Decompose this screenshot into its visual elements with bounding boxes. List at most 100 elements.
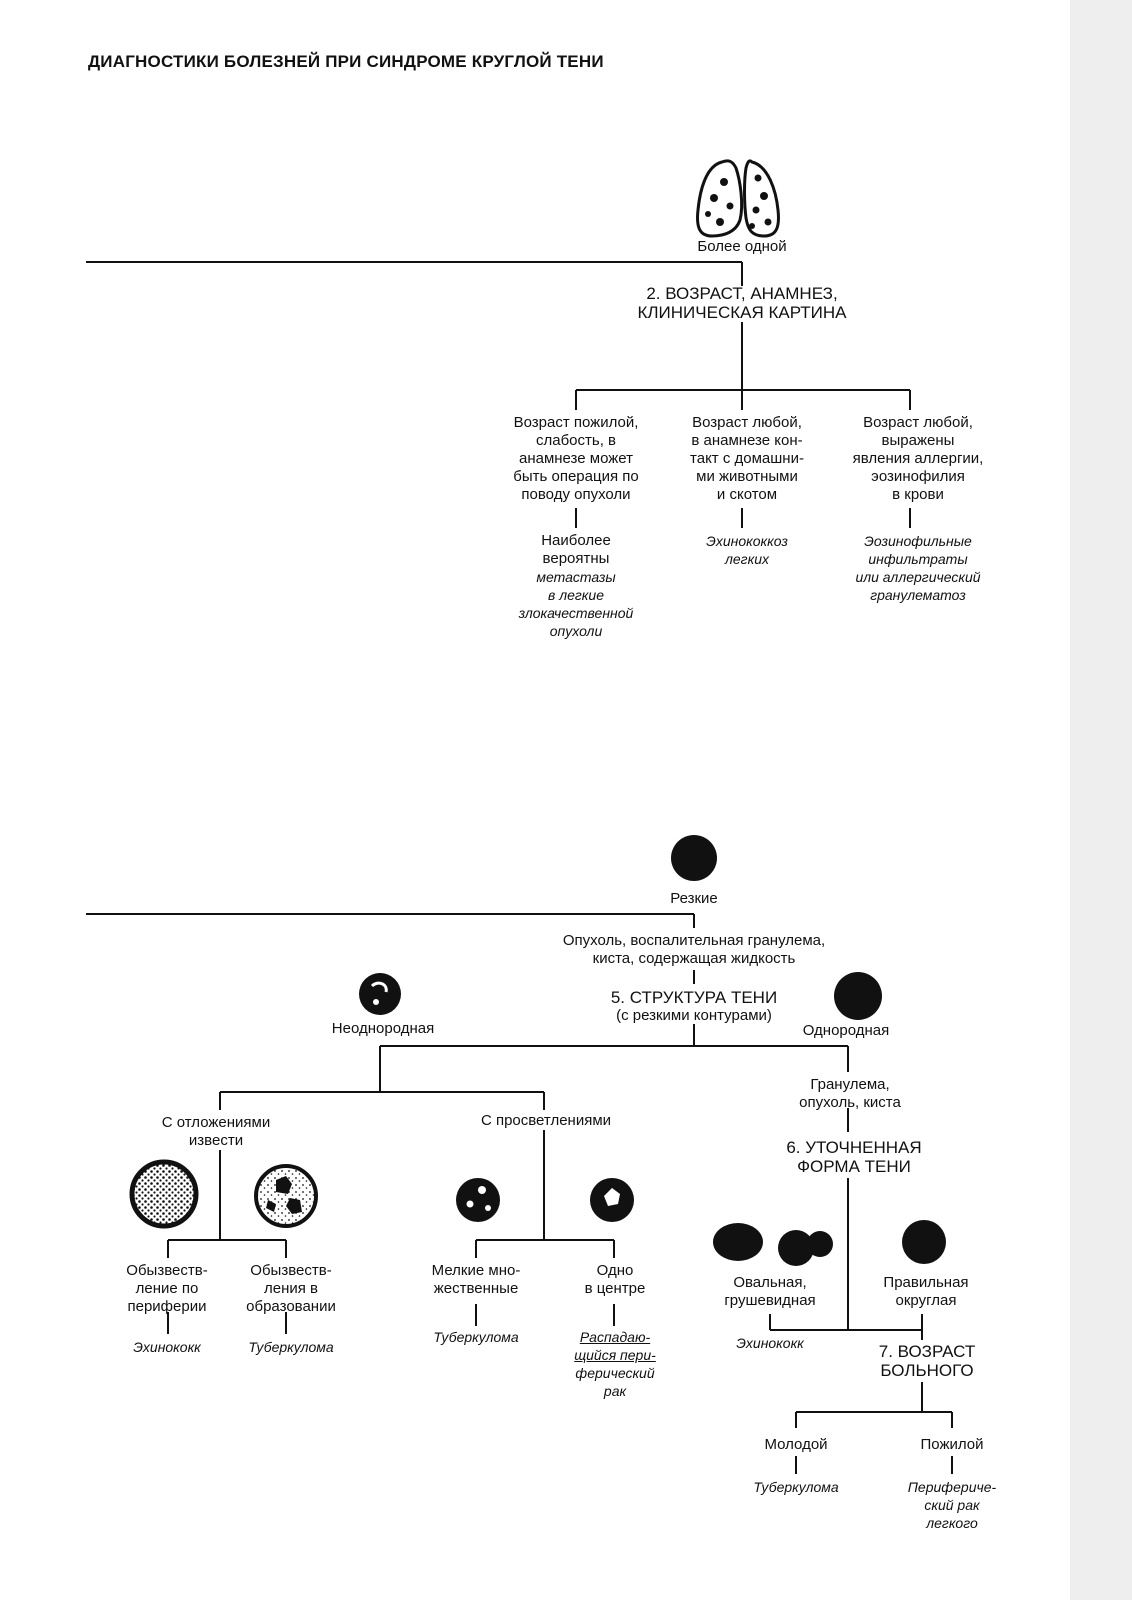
condition-line: Возраст пожилой, — [513, 414, 639, 431]
label-line: Мелкие мно- — [431, 1262, 521, 1279]
label-line: Одно — [596, 1262, 634, 1279]
result-line: метастазы — [536, 569, 616, 585]
label-line: Овальная, — [733, 1274, 807, 1291]
label-line: Правильная — [883, 1274, 969, 1291]
condition-line: явления аллергии, — [852, 450, 984, 467]
result-line: гранулематоз — [870, 587, 966, 603]
label-line: периферии — [127, 1298, 207, 1315]
result-line: злокачественной — [518, 605, 634, 621]
step-6-heading-line: 6. УТОЧНЕННАЯ — [786, 1138, 922, 1157]
small-clearings-result: Туберкулома — [433, 1329, 519, 1345]
young-result: Туберкулома — [753, 1479, 839, 1495]
pear-shadow-icon — [778, 1230, 833, 1266]
step-5-heading-line: 5. СТРУКТУРА ТЕНИ — [610, 988, 778, 1007]
option-3-result: Эозинофильные инфильтраты или аллергичес… — [838, 532, 998, 604]
result-line: или аллергический — [855, 569, 981, 585]
differential-line: Гранулема, — [810, 1076, 890, 1093]
step-2-heading: 2. ВОЗРАСТ, АНАМНЕЗ, КЛИНИЧЕСКАЯ КАРТИНА — [602, 284, 882, 322]
result-line: легкого — [926, 1515, 978, 1531]
condition-line: анамнезе может — [518, 450, 634, 467]
condition-line: такт с домашни- — [690, 450, 804, 467]
calcified-inside-label: Обызвеств- ления в образовании — [226, 1262, 356, 1316]
label-line: в центре — [584, 1280, 646, 1297]
lungs-multiple-foci-icon — [696, 159, 780, 238]
result-line: ский рак — [924, 1497, 980, 1513]
condition-line: в анамнезе кон- — [691, 432, 803, 449]
condition-line: Возраст любой, — [863, 414, 973, 431]
calcified-periphery-icon — [129, 1159, 199, 1229]
result-line: опухоли — [549, 623, 603, 639]
calcified-label: С отложениями извести — [146, 1114, 286, 1150]
result-line: в легкие — [548, 587, 604, 603]
label-line: образовании — [246, 1298, 336, 1315]
oval-label: Овальная, грушевидная — [700, 1274, 840, 1310]
label-line: жественные — [433, 1280, 519, 1297]
calcified-inside-icon — [254, 1164, 318, 1228]
condition-line: быть операция по — [513, 468, 639, 485]
heterogeneous-shadow-icon — [359, 973, 401, 1015]
label-line: округлая — [895, 1292, 957, 1309]
condition-line: слабость, в — [535, 432, 617, 449]
young-label: Молодой — [764, 1436, 828, 1453]
result-line: Эхинококкоз — [706, 533, 788, 549]
condition-line: и скотом — [716, 486, 778, 503]
step-5-heading: 5. СТРУКТУРА ТЕНИ (с резкими контурами) — [574, 988, 814, 1025]
option-1-result: Наиболее вероятны метастазы в легкие зло… — [486, 532, 666, 640]
page-edge — [1070, 0, 1132, 1600]
step-5-heading-line: (с резкими контурами) — [616, 1007, 772, 1024]
differential-line: киста, содержащая жидкость — [592, 950, 796, 967]
contour-label: Резкие — [670, 890, 718, 907]
regular-round-shadow-icon — [902, 1220, 946, 1264]
calcified-label-line: извести — [188, 1132, 244, 1149]
homogeneous-differential: Гранулема, опухоль, киста — [780, 1076, 920, 1112]
heterogeneous-label: Неоднородная — [331, 1020, 435, 1037]
differential-diagnosis: Опухоль, воспалительная гранулема, киста… — [524, 932, 864, 968]
central-clearing-icon — [590, 1178, 634, 1222]
shadow-count-label: Более одной — [697, 238, 787, 255]
step-6-heading-line: ФОРМА ТЕНИ — [797, 1157, 911, 1176]
result-line: инфильтраты — [868, 551, 968, 567]
result-lead-line: Наиболее — [541, 532, 611, 549]
result-line: рак — [603, 1383, 627, 1399]
result-line: Эозинофильные — [864, 533, 972, 549]
central-clearing-label: Одно в центре — [560, 1262, 670, 1298]
calcified-label-line: С отложениями — [161, 1114, 271, 1131]
step-2-heading-line: КЛИНИЧЕСКАЯ КАРТИНА — [637, 303, 847, 322]
result-line: легких — [725, 551, 769, 567]
elderly-label: Пожилой — [920, 1436, 984, 1453]
condition-line: поводу опухоли — [521, 486, 631, 503]
condition-line: эозинофилия — [871, 468, 965, 485]
result-line: Распадаю- — [579, 1329, 651, 1345]
option-2-condition: Возраст любой, в анамнезе кон- такт с до… — [672, 414, 822, 504]
round-shadow-icon — [671, 835, 717, 881]
elderly-result: Перифериче- ский рак легкого — [892, 1478, 1012, 1532]
small-clearings-icon — [456, 1178, 500, 1222]
step-7-heading-line: 7. ВОЗРАСТ — [878, 1342, 976, 1361]
result-lead-line: вероятны — [542, 550, 610, 567]
step-6-heading: 6. УТОЧНЕННАЯ ФОРМА ТЕНИ — [764, 1138, 944, 1176]
label-line: ления в — [263, 1280, 319, 1297]
condition-line: Возраст любой, — [692, 414, 802, 431]
small-clearings-label: Мелкие мно- жественные — [416, 1262, 536, 1298]
condition-line: ми животными — [696, 468, 798, 485]
option-1-condition: Возраст пожилой, слабость, в анамнезе мо… — [486, 414, 666, 504]
differential-line: опухоль, киста — [799, 1094, 901, 1111]
step-7-heading-line: БОЛЬНОГО — [880, 1361, 974, 1380]
round-label: Правильная округлая — [866, 1274, 986, 1310]
central-clearing-result: Распадаю- щийся пери- ферический рак — [560, 1328, 670, 1400]
condition-line: выражены — [881, 432, 955, 449]
option-2-result: Эхинококкоз легких — [672, 532, 822, 568]
calcified-periphery-result: Эхинококк — [133, 1339, 201, 1355]
label-line: Обызвеств- — [126, 1262, 208, 1279]
oval-shadow-icon — [713, 1223, 763, 1261]
result-line: ферический — [575, 1365, 655, 1381]
option-3-condition: Возраст любой, выражены явления аллергии… — [838, 414, 998, 504]
label-line: Обызвеств- — [250, 1262, 332, 1279]
page-title: ДИАГНОСТИКИ БОЛЕЗНЕЙ ПРИ СИНДРОМЕ КРУГЛО… — [88, 52, 604, 71]
homogeneous-shadow-icon — [834, 972, 882, 1020]
calcified-inside-result: Туберкулома — [248, 1339, 334, 1355]
result-line: щийся пери- — [574, 1347, 656, 1363]
label-line: ление по — [135, 1280, 199, 1297]
